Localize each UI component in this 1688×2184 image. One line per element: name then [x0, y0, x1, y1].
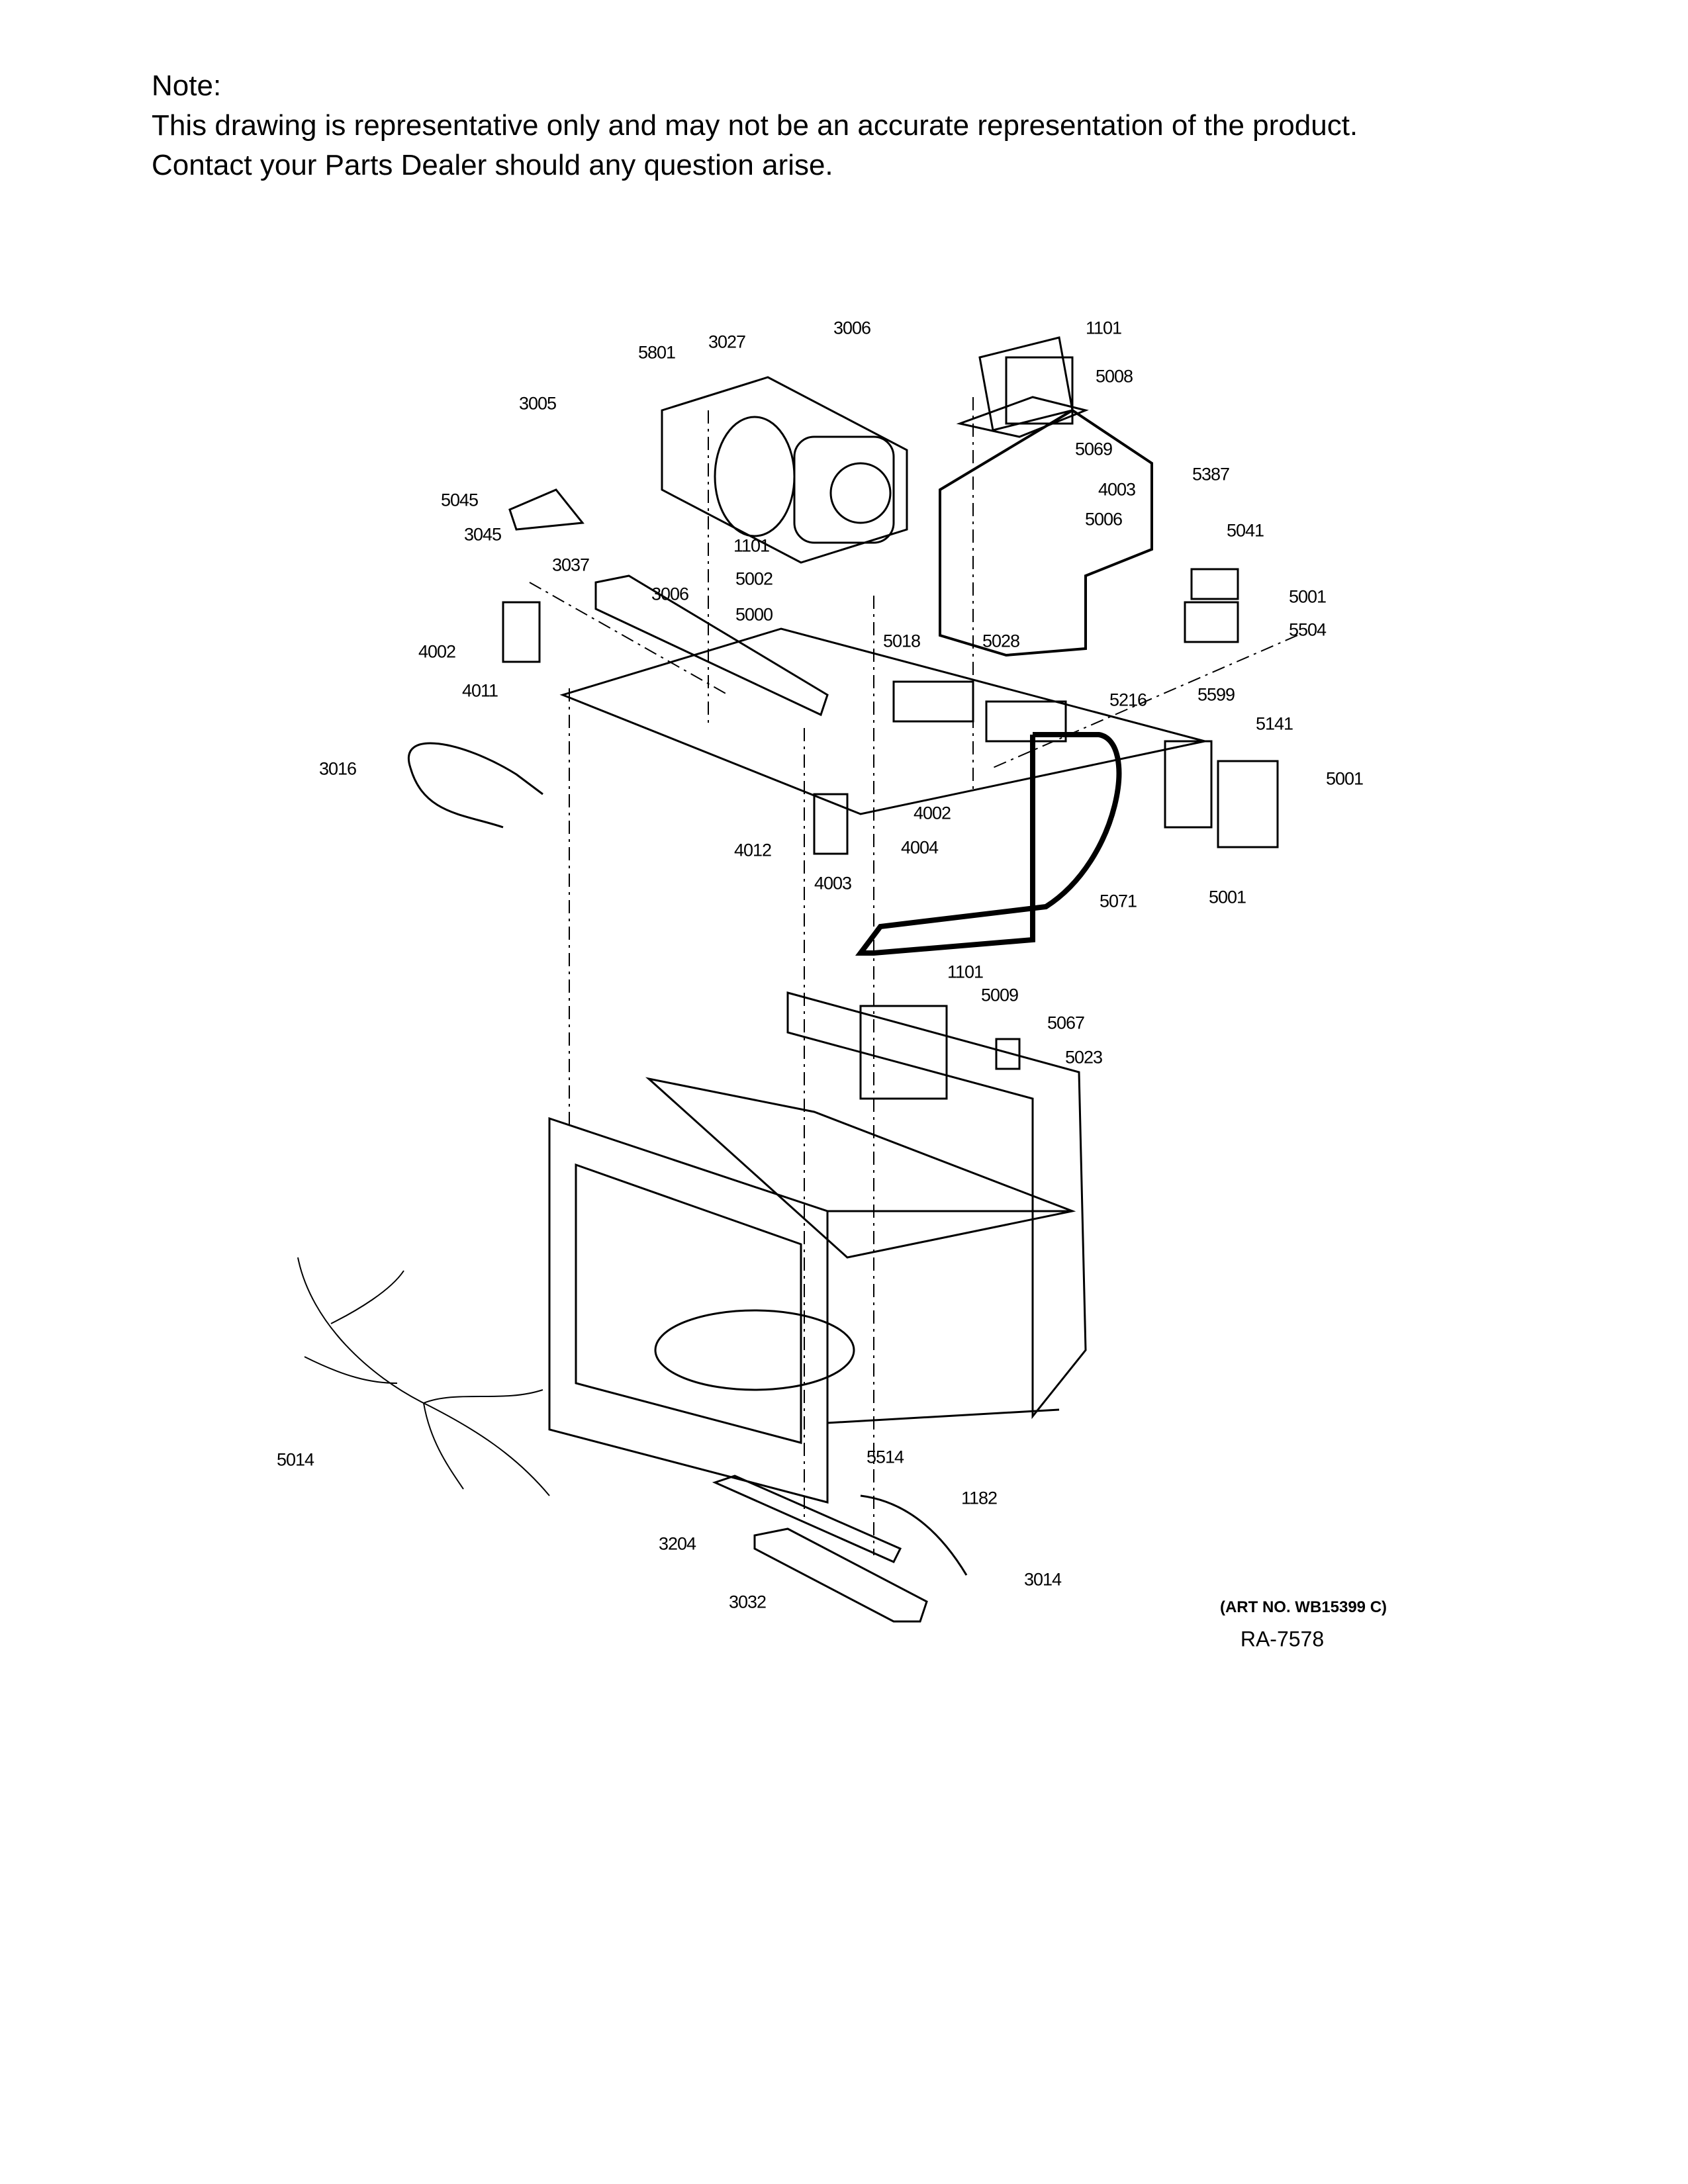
- top-plate-shape: [559, 574, 1205, 815]
- note-line-2: Contact your Parts Dealer should any que…: [152, 149, 833, 181]
- assembly-guide-lines: [529, 397, 1298, 1555]
- bracket-5599-shape: [1164, 740, 1213, 829]
- part-5041-shape: [1190, 568, 1239, 600]
- callout-3045: 3045: [463, 524, 502, 545]
- oven-cavity-shape: [548, 991, 1087, 1504]
- callout-5014: 5014: [276, 1449, 314, 1470]
- callout-3016: 3016: [318, 758, 357, 779]
- switch-4011-shape: [502, 601, 541, 663]
- callout-5001: 5001: [1288, 586, 1327, 607]
- callout-3037: 3037: [551, 555, 590, 575]
- callout-3005: 3005: [518, 393, 557, 414]
- callout-3027: 3027: [708, 332, 746, 352]
- callout-5028: 5028: [982, 631, 1020, 651]
- callout-1101: 1101: [1085, 318, 1122, 338]
- callout-4004: 4004: [900, 837, 939, 858]
- callout-5141: 5141: [1255, 713, 1293, 734]
- note-heading: Note:: [152, 69, 222, 102]
- callout-3006: 3006: [833, 318, 871, 338]
- callout-5023: 5023: [1064, 1047, 1103, 1068]
- callout-1101: 1101: [947, 962, 984, 982]
- callout-5009: 5009: [980, 985, 1019, 1005]
- harness-3016-shape: [408, 742, 543, 829]
- part-5504-shape: [1184, 601, 1239, 643]
- callout-1101: 1101: [733, 535, 770, 556]
- callout-5071: 5071: [1099, 891, 1137, 911]
- callout-5001: 5001: [1325, 768, 1364, 789]
- callout-3204: 3204: [658, 1533, 696, 1554]
- callout-4011: 4011: [461, 680, 498, 701]
- note-line-1: This drawing is representative only and …: [152, 109, 1358, 142]
- reference-number: RA-7578: [1240, 1627, 1325, 1651]
- callout-5006: 5006: [1084, 509, 1123, 529]
- duct-shape: [855, 732, 1122, 956]
- wiring-harness-5014-shape: [297, 1257, 550, 1496]
- callout-5504: 5504: [1288, 619, 1327, 640]
- callout-4002: 4002: [418, 641, 456, 662]
- callout-5002: 5002: [735, 569, 773, 589]
- callout-5387: 5387: [1192, 464, 1230, 484]
- callout-5008: 5008: [1095, 366, 1133, 387]
- callout-5599: 5599: [1197, 684, 1235, 705]
- callout-3032: 3032: [728, 1592, 767, 1612]
- callout-3006: 3006: [651, 584, 689, 604]
- transformer-shape: [956, 336, 1089, 438]
- plate-5141-shape: [1217, 760, 1279, 848]
- callout-5000: 5000: [735, 604, 773, 625]
- part-5045-shape: [508, 488, 585, 531]
- art-number: (ART NO. WB15399 C): [1219, 1598, 1387, 1616]
- callout-5045: 5045: [440, 490, 479, 510]
- callout-5069: 5069: [1074, 439, 1113, 459]
- callout-1182: 1182: [961, 1488, 998, 1508]
- assembly-5387-outline: [939, 408, 1153, 657]
- callout-4012: 4012: [733, 840, 772, 860]
- callout-5001: 5001: [1208, 887, 1246, 907]
- callout-3014: 3014: [1023, 1569, 1062, 1590]
- bracket-5067-shape: [995, 1038, 1021, 1070]
- callout-5067: 5067: [1047, 1013, 1085, 1033]
- callout-5514: 5514: [866, 1447, 904, 1467]
- callout-5041: 5041: [1226, 520, 1264, 541]
- blower-bracket-shape: [661, 376, 908, 564]
- callout-5801: 5801: [637, 342, 676, 363]
- callout-5018: 5018: [882, 631, 921, 651]
- switch-4012-shape: [813, 793, 849, 855]
- callout-4003: 4003: [1098, 479, 1136, 500]
- light-assembly-shape: [712, 1475, 968, 1623]
- callout-4003: 4003: [814, 873, 852, 893]
- callout-5216: 5216: [1109, 690, 1147, 710]
- callout-4002: 4002: [913, 803, 951, 823]
